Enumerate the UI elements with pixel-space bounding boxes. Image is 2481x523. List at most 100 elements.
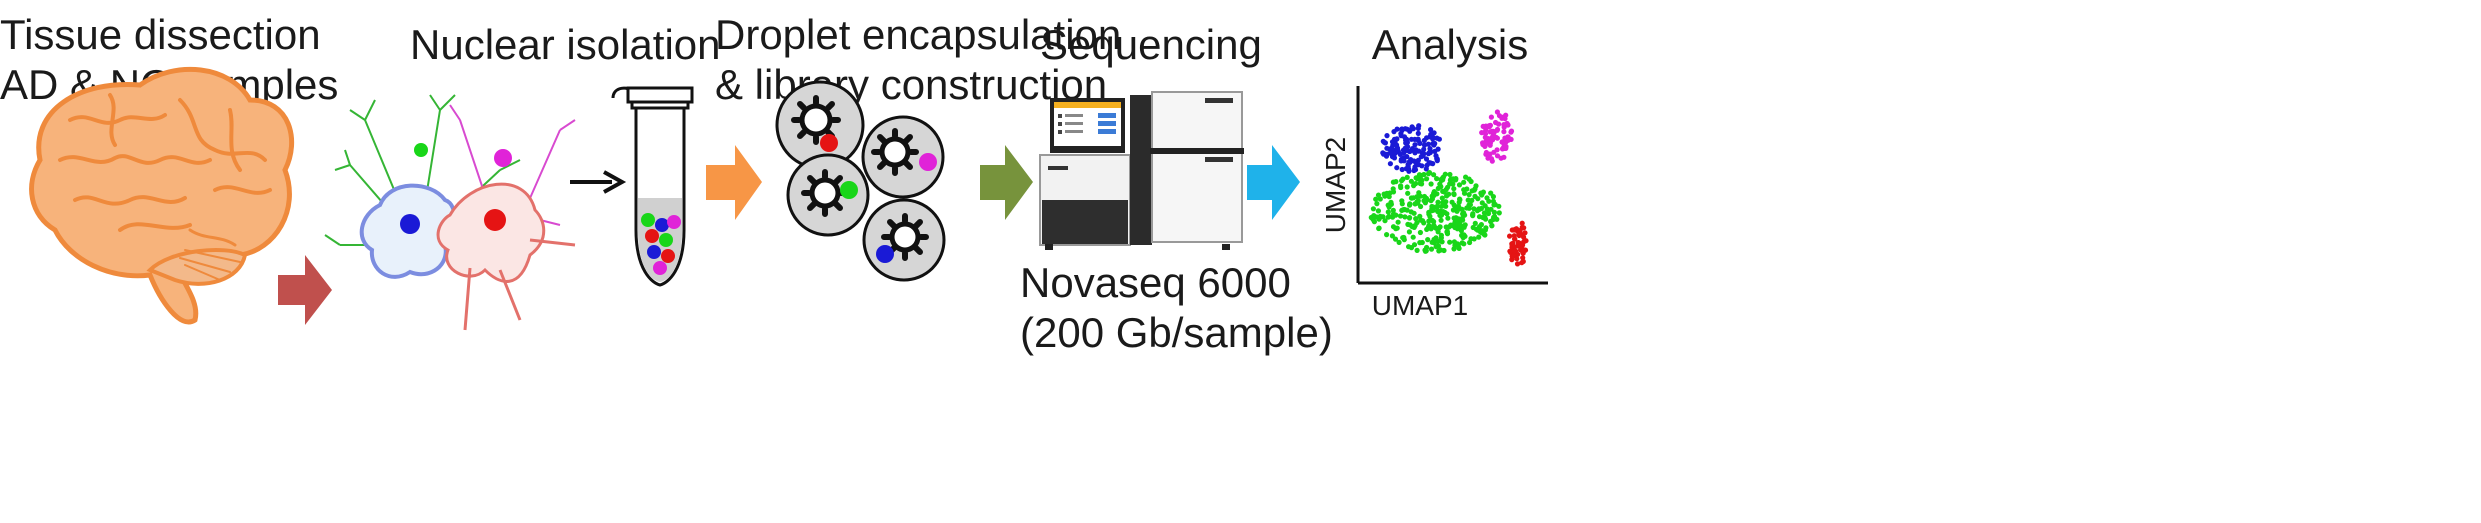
umap-point-cluster-3 [1411, 183, 1417, 189]
umap-point-cluster-3 [1395, 219, 1401, 225]
flow-arrow-4 [1247, 145, 1300, 220]
umap-point-cluster-1 [1419, 163, 1425, 169]
umap-point-cluster-3 [1414, 194, 1420, 200]
umap-point-cluster-3 [1431, 222, 1437, 228]
umap-point-cluster-3 [1375, 208, 1381, 214]
umap-point-cluster-4 [1514, 261, 1521, 267]
umap-point-cluster-3 [1434, 204, 1440, 210]
umap-point-cluster-3 [1398, 183, 1404, 189]
umap-point-cluster-3 [1447, 181, 1453, 187]
umap-point-cluster-3 [1438, 177, 1444, 183]
neuron-cells-icon [324, 94, 576, 331]
umap-point-cluster-4 [1519, 220, 1525, 226]
umap-point-cluster-3 [1483, 225, 1489, 231]
step-title-analysis: Analysis [1370, 20, 1530, 70]
umap-point-cluster-3 [1428, 181, 1434, 187]
umap-point-cluster-2 [1482, 143, 1488, 149]
umap-point-cluster-3 [1475, 196, 1481, 202]
umap-point-cluster-3 [1406, 215, 1413, 221]
umap-point-cluster-3 [1490, 194, 1496, 200]
umap-point-cluster-3 [1455, 243, 1461, 249]
umap-point-cluster-3 [1484, 195, 1490, 201]
umap-point-cluster-3 [1451, 186, 1457, 192]
umap-point-cluster-3 [1452, 177, 1458, 183]
umap-point-cluster-3 [1411, 242, 1418, 248]
umap-point-cluster-3 [1484, 206, 1490, 212]
umap-point-cluster-1 [1405, 148, 1411, 154]
umap-point-cluster-1 [1421, 151, 1427, 157]
umap-point-cluster-1 [1394, 136, 1400, 142]
umap-point-cluster-3 [1472, 186, 1478, 192]
umap-point-cluster-3 [1491, 209, 1497, 215]
umap-point-cluster-1 [1398, 133, 1404, 139]
umap-point-cluster-3 [1438, 184, 1444, 190]
umap-point-cluster-4 [1520, 255, 1526, 261]
umap-point-cluster-3 [1370, 206, 1376, 212]
umap-point-cluster-4 [1511, 248, 1517, 254]
umap-point-cluster-4 [1521, 225, 1527, 231]
umap-point-cluster-2 [1489, 128, 1495, 134]
umap-point-cluster-3 [1412, 223, 1418, 229]
umap-point-cluster-1 [1428, 127, 1434, 133]
umap-point-cluster-3 [1434, 176, 1440, 182]
umap-point-cluster-3 [1435, 199, 1441, 205]
umap-point-cluster-3 [1404, 207, 1410, 213]
umap-point-cluster-4 [1512, 236, 1518, 242]
umap-point-cluster-3 [1418, 203, 1424, 210]
umap-point-cluster-3 [1447, 171, 1453, 178]
umap-point-cluster-3 [1448, 176, 1454, 182]
umap-point-cluster-3 [1421, 171, 1427, 178]
umap-point-cluster-3 [1472, 220, 1478, 226]
umap-point-cluster-3 [1420, 218, 1426, 224]
umap-point-cluster-1 [1412, 142, 1418, 148]
umap-point-cluster-3 [1451, 239, 1457, 245]
umap-point-cluster-3 [1384, 190, 1390, 196]
tube-icon [611, 86, 694, 287]
umap-point-cluster-3 [1404, 184, 1410, 190]
umap-point-cluster-3 [1482, 232, 1488, 238]
umap-point-cluster-1 [1432, 140, 1438, 147]
umap-point-cluster-3 [1386, 204, 1392, 210]
step-title-line1: Sequencing [1040, 21, 1262, 68]
umap-point-cluster-3 [1470, 212, 1476, 218]
umap-point-cluster-3 [1437, 224, 1443, 230]
umap-point-cluster-3 [1413, 216, 1419, 222]
umap-point-cluster-2 [1499, 139, 1505, 145]
umap-point-cluster-3 [1426, 170, 1433, 176]
umap-point-cluster-3 [1414, 247, 1420, 253]
droplet-icon [775, 80, 946, 282]
umap-point-cluster-3 [1483, 216, 1489, 222]
umap-point-cluster-4 [1522, 230, 1528, 236]
umap-point-cluster-3 [1371, 213, 1377, 219]
umap-point-cluster-3 [1445, 215, 1451, 221]
step-title-sequencing: Sequencing [1040, 20, 1262, 70]
umap-point-cluster-3 [1405, 190, 1411, 196]
umap-point-cluster-2 [1488, 114, 1494, 120]
umap-point-cluster-1 [1433, 153, 1439, 159]
umap-point-cluster-3 [1433, 235, 1439, 241]
umap-point-cluster-2 [1479, 130, 1485, 136]
umap-point-cluster-2 [1493, 119, 1499, 126]
umap-point-cluster-3 [1393, 226, 1399, 232]
umap-point-cluster-3 [1443, 224, 1449, 230]
black-arrow [570, 170, 627, 194]
umap-point-cluster-3 [1404, 174, 1410, 180]
umap-point-cluster-1 [1384, 133, 1390, 139]
umap-point-cluster-3 [1491, 202, 1497, 208]
umap-point-cluster-3 [1461, 224, 1467, 230]
step-title-line1: Nuclear isolation [410, 21, 721, 68]
umap-point-cluster-2 [1487, 142, 1493, 148]
umap-point-cluster-3 [1456, 182, 1463, 188]
umap-point-cluster-1 [1380, 138, 1386, 144]
umap-point-cluster-3 [1385, 209, 1391, 215]
umap-point-cluster-3 [1465, 197, 1471, 203]
umap-point-cluster-3 [1479, 192, 1485, 198]
umap-point-cluster-1 [1406, 159, 1412, 165]
umap-point-cluster-3 [1406, 244, 1412, 250]
umap-point-cluster-3 [1444, 211, 1450, 217]
umap-point-cluster-3 [1382, 218, 1388, 224]
umap-point-cluster-3 [1435, 229, 1441, 235]
umap-point-cluster-3 [1451, 215, 1457, 221]
umap-point-cluster-3 [1416, 172, 1423, 178]
umap-point-cluster-3 [1405, 221, 1411, 227]
